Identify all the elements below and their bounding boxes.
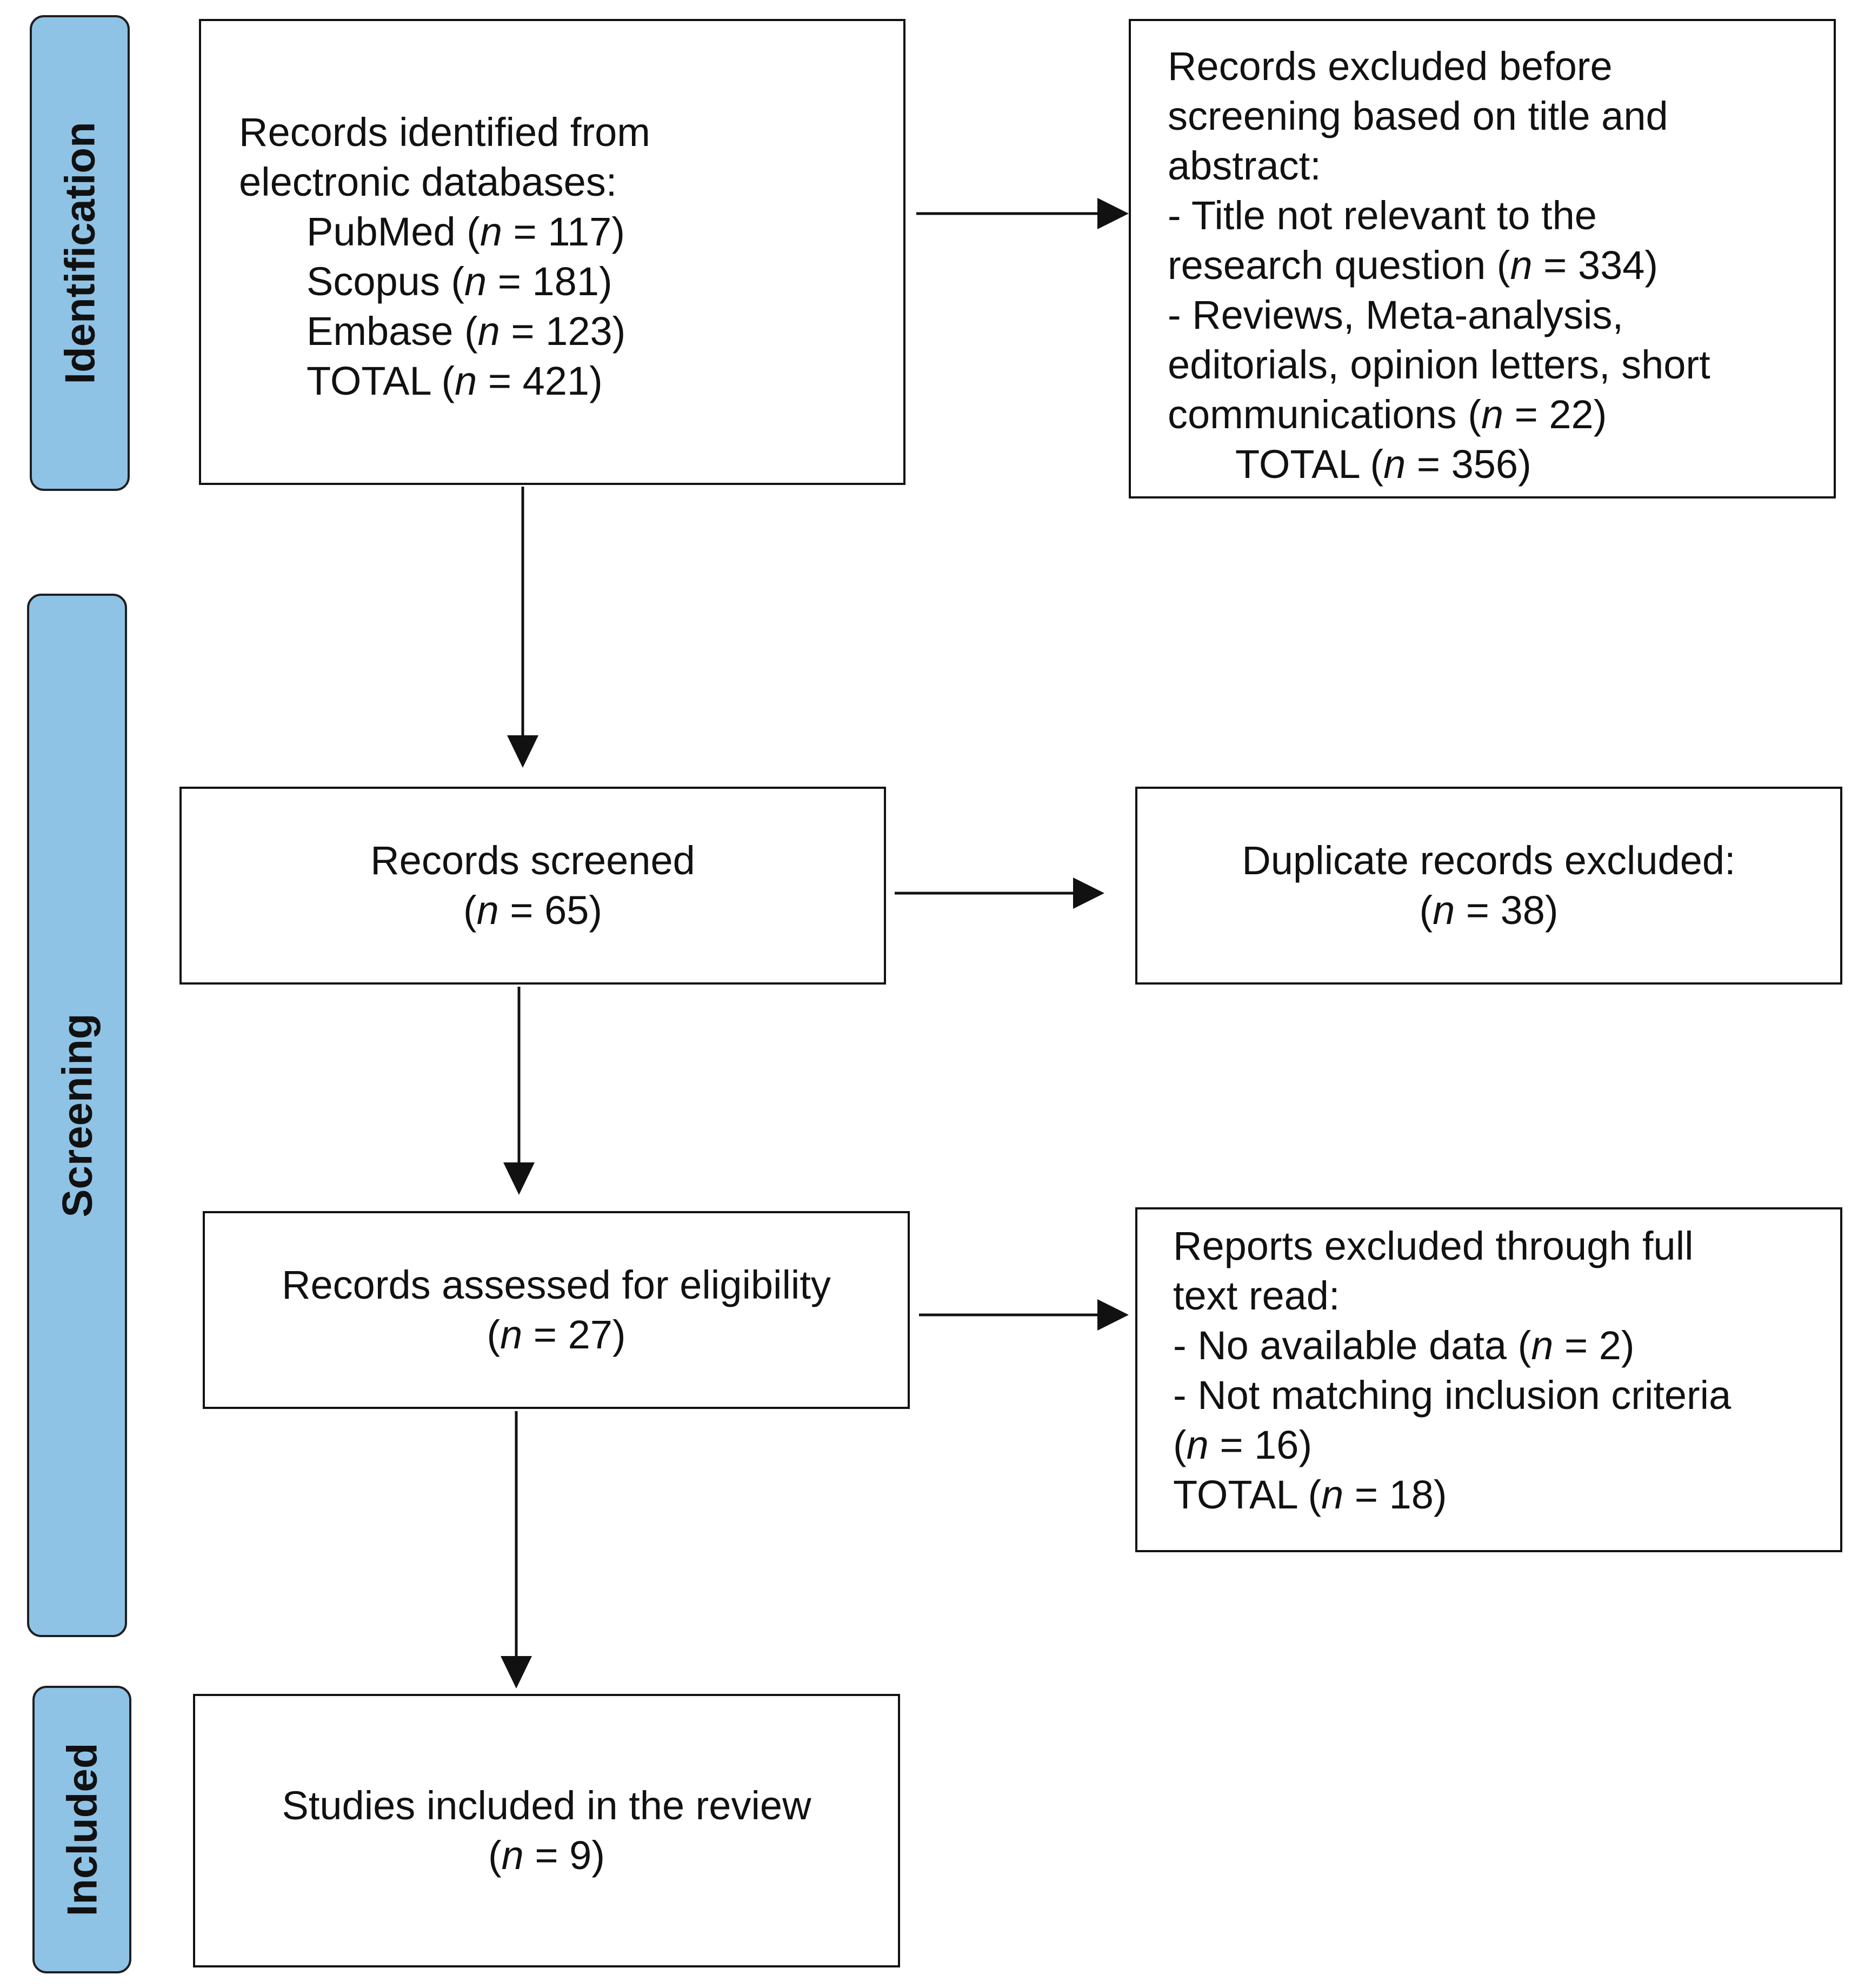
- arrow-assessed-to-included: [501, 1411, 532, 1688]
- records-excluded-before-box: Records excluded before screening based …: [1129, 19, 1836, 498]
- included-title: Studies included in the review: [282, 1783, 811, 1828]
- excluded-before-total: TOTAL (n = 356): [1235, 442, 1531, 487]
- excluded-before-line4: - Title not relevant to the: [1168, 193, 1597, 238]
- duplicate-records-box: Duplicate records excluded: (n = 38): [1135, 787, 1842, 985]
- assessed-title: Records assessed for eligibility: [282, 1262, 831, 1307]
- fulltext-line2: text read:: [1173, 1273, 1340, 1318]
- duplicates-count: (n = 38): [1419, 888, 1559, 933]
- arrow-identified-to-screened: [507, 487, 538, 768]
- duplicates-title: Duplicate records excluded:: [1242, 838, 1736, 883]
- fulltext-line1: Reports excluded through full: [1173, 1224, 1694, 1268]
- fulltext-line5: (n = 16): [1173, 1422, 1313, 1467]
- arrow-screened-to-duplicates: [895, 877, 1104, 909]
- included-count: (n = 9): [488, 1833, 605, 1878]
- excluded-before-line8: communications (n = 22): [1168, 392, 1607, 437]
- identified-line2: electronic databases:: [239, 159, 617, 204]
- records-screened-box: Records screened (n = 65): [179, 787, 886, 985]
- excluded-before-line2: screening based on title and: [1168, 94, 1668, 138]
- screened-count: (n = 65): [463, 888, 603, 933]
- fulltext-line3: - No available data (n = 2): [1173, 1323, 1635, 1368]
- studies-included-box: Studies included in the review (n = 9): [193, 1694, 900, 1967]
- records-assessed-box: Records assessed for eligibility (n = 27…: [203, 1211, 910, 1409]
- identified-total: TOTAL (n = 421): [307, 358, 603, 403]
- excluded-before-line5: research question (n = 334): [1168, 243, 1659, 288]
- records-identified-box: Records identified from electronic datab…: [199, 19, 905, 485]
- excluded-before-line6: - Reviews, Meta-analysis,: [1168, 292, 1624, 337]
- identified-line1: Records identified from: [239, 110, 650, 155]
- arrow-screened-to-assessed: [503, 987, 535, 1195]
- reports-excluded-fulltext-box: Reports excluded through full text read:…: [1135, 1207, 1842, 1552]
- arrow-identified-to-excluded: [916, 198, 1129, 229]
- identified-embase: Embase (n = 123): [307, 309, 626, 354]
- identified-pubmed: PubMed (n = 117): [307, 209, 625, 254]
- fulltext-total: TOTAL (n = 18): [1173, 1472, 1447, 1517]
- screened-title: Records screened: [370, 838, 695, 883]
- phase-included: Included: [32, 1686, 131, 1973]
- excluded-before-line3: abstract:: [1168, 143, 1321, 188]
- fulltext-line4: - Not matching inclusion criteria: [1173, 1373, 1732, 1418]
- phase-identification: Identification: [30, 15, 130, 491]
- arrow-assessed-to-fulltext-excluded: [919, 1299, 1129, 1331]
- excluded-before-line1: Records excluded before: [1168, 44, 1613, 89]
- excluded-before-line7: editorials, opinion letters, short: [1168, 342, 1710, 387]
- assessed-count: (n = 27): [487, 1312, 626, 1357]
- phase-screening: Screening: [27, 594, 127, 1637]
- identified-scopus: Scopus (n = 181): [307, 259, 612, 304]
